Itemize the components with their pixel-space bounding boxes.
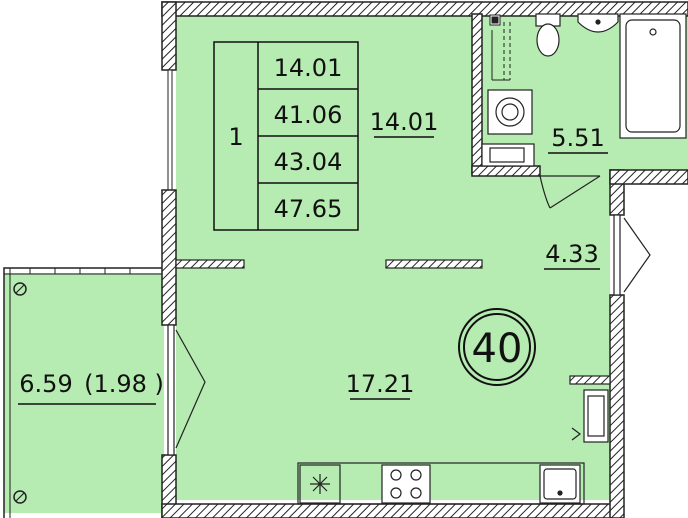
bathtub-icon xyxy=(619,13,687,139)
table-area-with-balcony-coef: 43.04 xyxy=(274,148,343,176)
wall-bottom xyxy=(161,503,623,518)
balcony-area: 6.59 xyxy=(19,370,72,398)
table-living-area: 14.01 xyxy=(274,54,343,82)
balcony-column-top xyxy=(13,282,27,296)
apartment-number: 40 xyxy=(472,326,523,372)
bathroom-door xyxy=(539,175,601,209)
balcony-reduced-area: (1.98 ) xyxy=(84,370,164,398)
balcony-railing-ticks xyxy=(29,268,131,274)
washing-machine-icon xyxy=(487,89,533,135)
wall-right-notch xyxy=(609,169,688,185)
balcony-railing xyxy=(3,267,162,518)
wall-left-mid xyxy=(161,189,177,326)
balcony-door xyxy=(167,324,206,456)
shower-icon xyxy=(489,14,511,81)
wall-bathroom-bottom xyxy=(471,165,541,177)
area-table xyxy=(213,41,359,231)
stove-icon xyxy=(381,464,431,504)
wall-bathroom-left xyxy=(471,13,483,175)
radiator-hallway-icon xyxy=(571,389,609,443)
bedroom-area: 14.01 xyxy=(370,108,439,136)
kitchen-counter-shelf xyxy=(569,375,611,385)
radiator-bathroom-icon xyxy=(481,143,535,167)
balcony-column-bottom xyxy=(13,490,27,504)
toilet-icon xyxy=(535,13,561,57)
bathroom-area: 5.51 xyxy=(551,124,604,152)
wall-right-lower xyxy=(609,294,625,518)
entrance-door xyxy=(613,214,651,296)
apartment-number-badge: 40 xyxy=(458,308,536,386)
wall-left-upper xyxy=(161,1,177,71)
partition-left xyxy=(175,259,245,269)
sink-icon xyxy=(577,13,619,33)
kitchen-sink-icon xyxy=(539,464,581,504)
fridge-icon xyxy=(299,464,341,504)
table-total-area: 41.06 xyxy=(274,101,343,129)
table-rooms-count: 1 xyxy=(228,123,243,151)
kitchen-living-area: 17.21 xyxy=(346,370,415,398)
wall-left-window xyxy=(167,69,173,191)
kitchen-counter xyxy=(297,462,585,505)
table-area-with-balcony: 47.65 xyxy=(274,195,343,223)
balcony-floor xyxy=(4,273,164,513)
partition-right xyxy=(385,259,483,269)
hallway-area: 4.33 xyxy=(545,240,598,268)
